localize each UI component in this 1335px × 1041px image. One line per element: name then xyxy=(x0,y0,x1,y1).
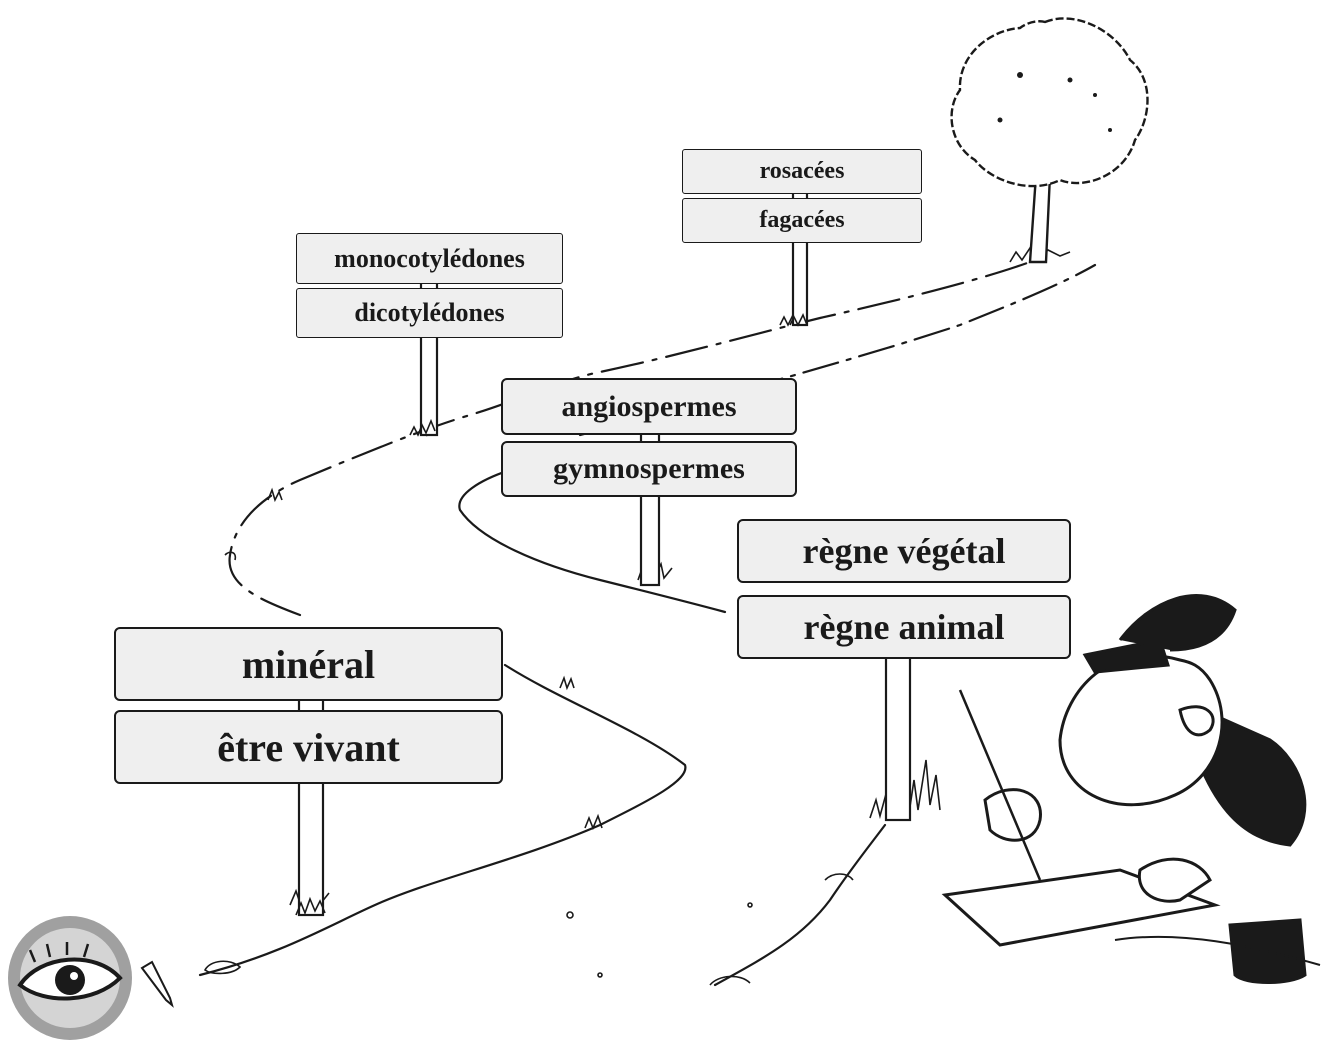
sign-label: minéral xyxy=(241,641,376,687)
sign-label: être vivant xyxy=(217,724,400,770)
sign-label: règne animal xyxy=(803,607,1005,647)
sign-fagacees: fagacées xyxy=(682,198,922,243)
sign-label: monocotylédones xyxy=(334,243,525,273)
sign-label: dicotylédones xyxy=(354,298,505,327)
tree-icon xyxy=(950,17,1149,264)
sign-angiospermes: angiospermes xyxy=(501,378,797,435)
sign-etre-vivant: être vivant xyxy=(114,710,503,784)
post-kingdom-branch xyxy=(884,648,912,822)
sign-label: règne végétal xyxy=(802,531,1006,571)
sign-monocotyledones: monocotylédones xyxy=(296,233,563,284)
sign-label: gymnospermes xyxy=(553,452,745,485)
sign-label: rosacées xyxy=(759,158,845,184)
path-pebbles xyxy=(203,551,854,986)
sign-rosacees: rosacées xyxy=(682,149,922,194)
sign-label: fagacées xyxy=(759,207,845,233)
cartoon-painter-icon xyxy=(941,594,1321,984)
sign-label: angiospermes xyxy=(561,389,737,423)
sign-mineral: minéral xyxy=(114,627,503,701)
post-grass xyxy=(295,313,808,916)
sign-regne-animal: règne animal xyxy=(737,595,1071,659)
pencil-icon xyxy=(140,960,174,1008)
sign-regne-vegetal: règne végétal xyxy=(737,519,1071,583)
eye-logo-icon xyxy=(8,916,132,1040)
sign-gymnospermes: gymnospermes xyxy=(501,441,797,497)
sign-dicotyledones: dicotylédones xyxy=(296,288,563,338)
